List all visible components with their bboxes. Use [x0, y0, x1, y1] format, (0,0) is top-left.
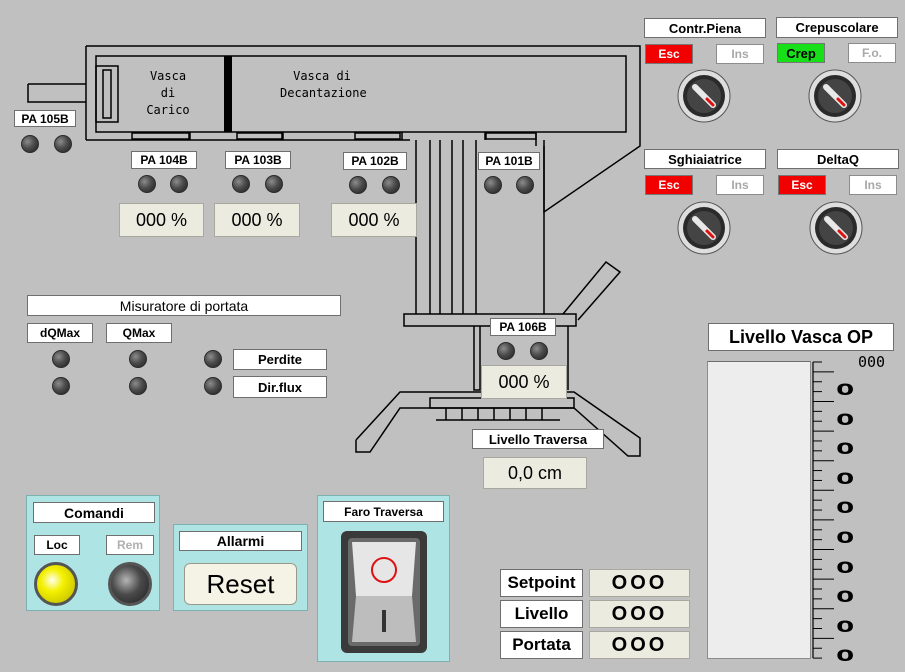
vasca-carico-label: Vasca di Carico	[146, 69, 190, 117]
dirflux-label: Dir.flux	[233, 376, 327, 398]
livello-traversa-value: 0,0 cm	[483, 457, 587, 489]
pa104b-label: PA 104B	[131, 151, 197, 169]
pa104b-value: 000 %	[119, 203, 204, 237]
pa106b-led-1	[497, 342, 515, 360]
dirflux-led	[204, 377, 222, 395]
deltaq-knob-icon[interactable]	[809, 201, 863, 255]
pa105b-led-2	[54, 135, 72, 153]
crepuscolare-crep-button[interactable]: Crep	[777, 43, 825, 63]
reset-button[interactable]: Reset	[184, 563, 297, 605]
readout-label: Livello	[500, 600, 583, 628]
livello-vasca-gauge	[707, 361, 811, 659]
livello-vasca-title: Livello Vasca OP	[708, 323, 894, 351]
rem-label: Rem	[106, 535, 154, 555]
allarmi-title: Allarmi	[179, 531, 302, 551]
scale-label: O	[836, 439, 855, 459]
livello-vasca-top-value: 000	[858, 353, 886, 371]
dqmax-led-1	[52, 350, 70, 368]
pa101b-label: PA 101B	[478, 152, 540, 170]
contr-piena-ins-button[interactable]: Ins	[716, 44, 764, 64]
dqmax-label: dQMax	[27, 323, 93, 343]
scale-label: O	[836, 557, 855, 577]
pa104b-led-2	[170, 175, 188, 193]
readout-label: Portata	[500, 631, 583, 659]
readout-value: OOO	[589, 600, 690, 628]
contr-piena-title: Contr.Piena	[644, 18, 766, 38]
contr-piena-knob-icon[interactable]	[677, 69, 731, 123]
readout-value: OOO	[589, 569, 690, 597]
faro-switch-icon[interactable]	[340, 530, 428, 654]
scale-label: O	[836, 528, 855, 547]
loc-lamp-button[interactable]	[34, 562, 78, 606]
comandi-title: Comandi	[33, 502, 155, 523]
loc-label: Loc	[34, 535, 80, 555]
pa102b-led-2	[382, 176, 400, 194]
misuratore-title: Misuratore di portata	[27, 295, 341, 316]
rem-lamp-button[interactable]	[108, 562, 152, 606]
faro-title: Faro Traversa	[323, 501, 444, 522]
readout-label: Setpoint	[500, 569, 583, 597]
perdite-label: Perdite	[233, 349, 327, 370]
pa102b-value: 000 %	[331, 203, 417, 237]
qmax-led-1	[129, 350, 147, 368]
pa106b-value: 000 %	[481, 365, 567, 399]
pa102b-led-1	[349, 176, 367, 194]
sghiaiatrice-title: Sghiaiatrice	[644, 149, 766, 169]
deltaq-title: DeltaQ	[777, 149, 899, 169]
scale-label: O	[836, 468, 855, 488]
crepuscolare-knob-icon[interactable]	[808, 69, 862, 123]
pa101b-led-2	[516, 176, 534, 194]
scale-label: O	[836, 409, 855, 429]
scale-label: O	[836, 380, 855, 399]
scale-label: O	[836, 646, 855, 666]
readout-value: OOO	[589, 631, 690, 659]
perdite-led	[204, 350, 222, 368]
crepuscolare-title: Crepuscolare	[776, 17, 898, 38]
pa102b-label: PA 102B	[343, 152, 407, 170]
crepuscolare-fo-button[interactable]: F.o.	[848, 43, 896, 63]
pa101b-led-1	[484, 176, 502, 194]
qmax-led-2	[129, 377, 147, 395]
pa103b-led-2	[265, 175, 283, 193]
contr-piena-esc-button[interactable]: Esc	[645, 44, 693, 64]
sghiaiatrice-esc-button[interactable]: Esc	[645, 175, 693, 195]
pa105b-led-1	[21, 135, 39, 153]
scale-label: O	[836, 587, 855, 607]
dqmax-led-2	[52, 377, 70, 395]
livello-traversa-label: Livello Traversa	[472, 429, 604, 449]
qmax-label: QMax	[106, 323, 172, 343]
deltaq-esc-button[interactable]: Esc	[778, 175, 826, 195]
pa106b-led-2	[530, 342, 548, 360]
scale-label: O	[836, 616, 855, 636]
pa104b-led-1	[138, 175, 156, 193]
pa103b-label: PA 103B	[225, 151, 291, 169]
pa103b-value: 000 %	[214, 203, 300, 237]
livello-vasca-scale	[812, 361, 834, 659]
vasca-decantazione-label: Vasca di Decantazione	[280, 69, 367, 100]
pa106b-label: PA 106B	[490, 318, 556, 336]
deltaq-ins-button[interactable]: Ins	[849, 175, 897, 195]
sghiaiatrice-knob-icon[interactable]	[677, 201, 731, 255]
scale-label: O	[836, 498, 855, 518]
pa105b-label: PA 105B	[14, 110, 76, 127]
sghiaiatrice-ins-button[interactable]: Ins	[716, 175, 764, 195]
pa103b-led-1	[232, 175, 250, 193]
